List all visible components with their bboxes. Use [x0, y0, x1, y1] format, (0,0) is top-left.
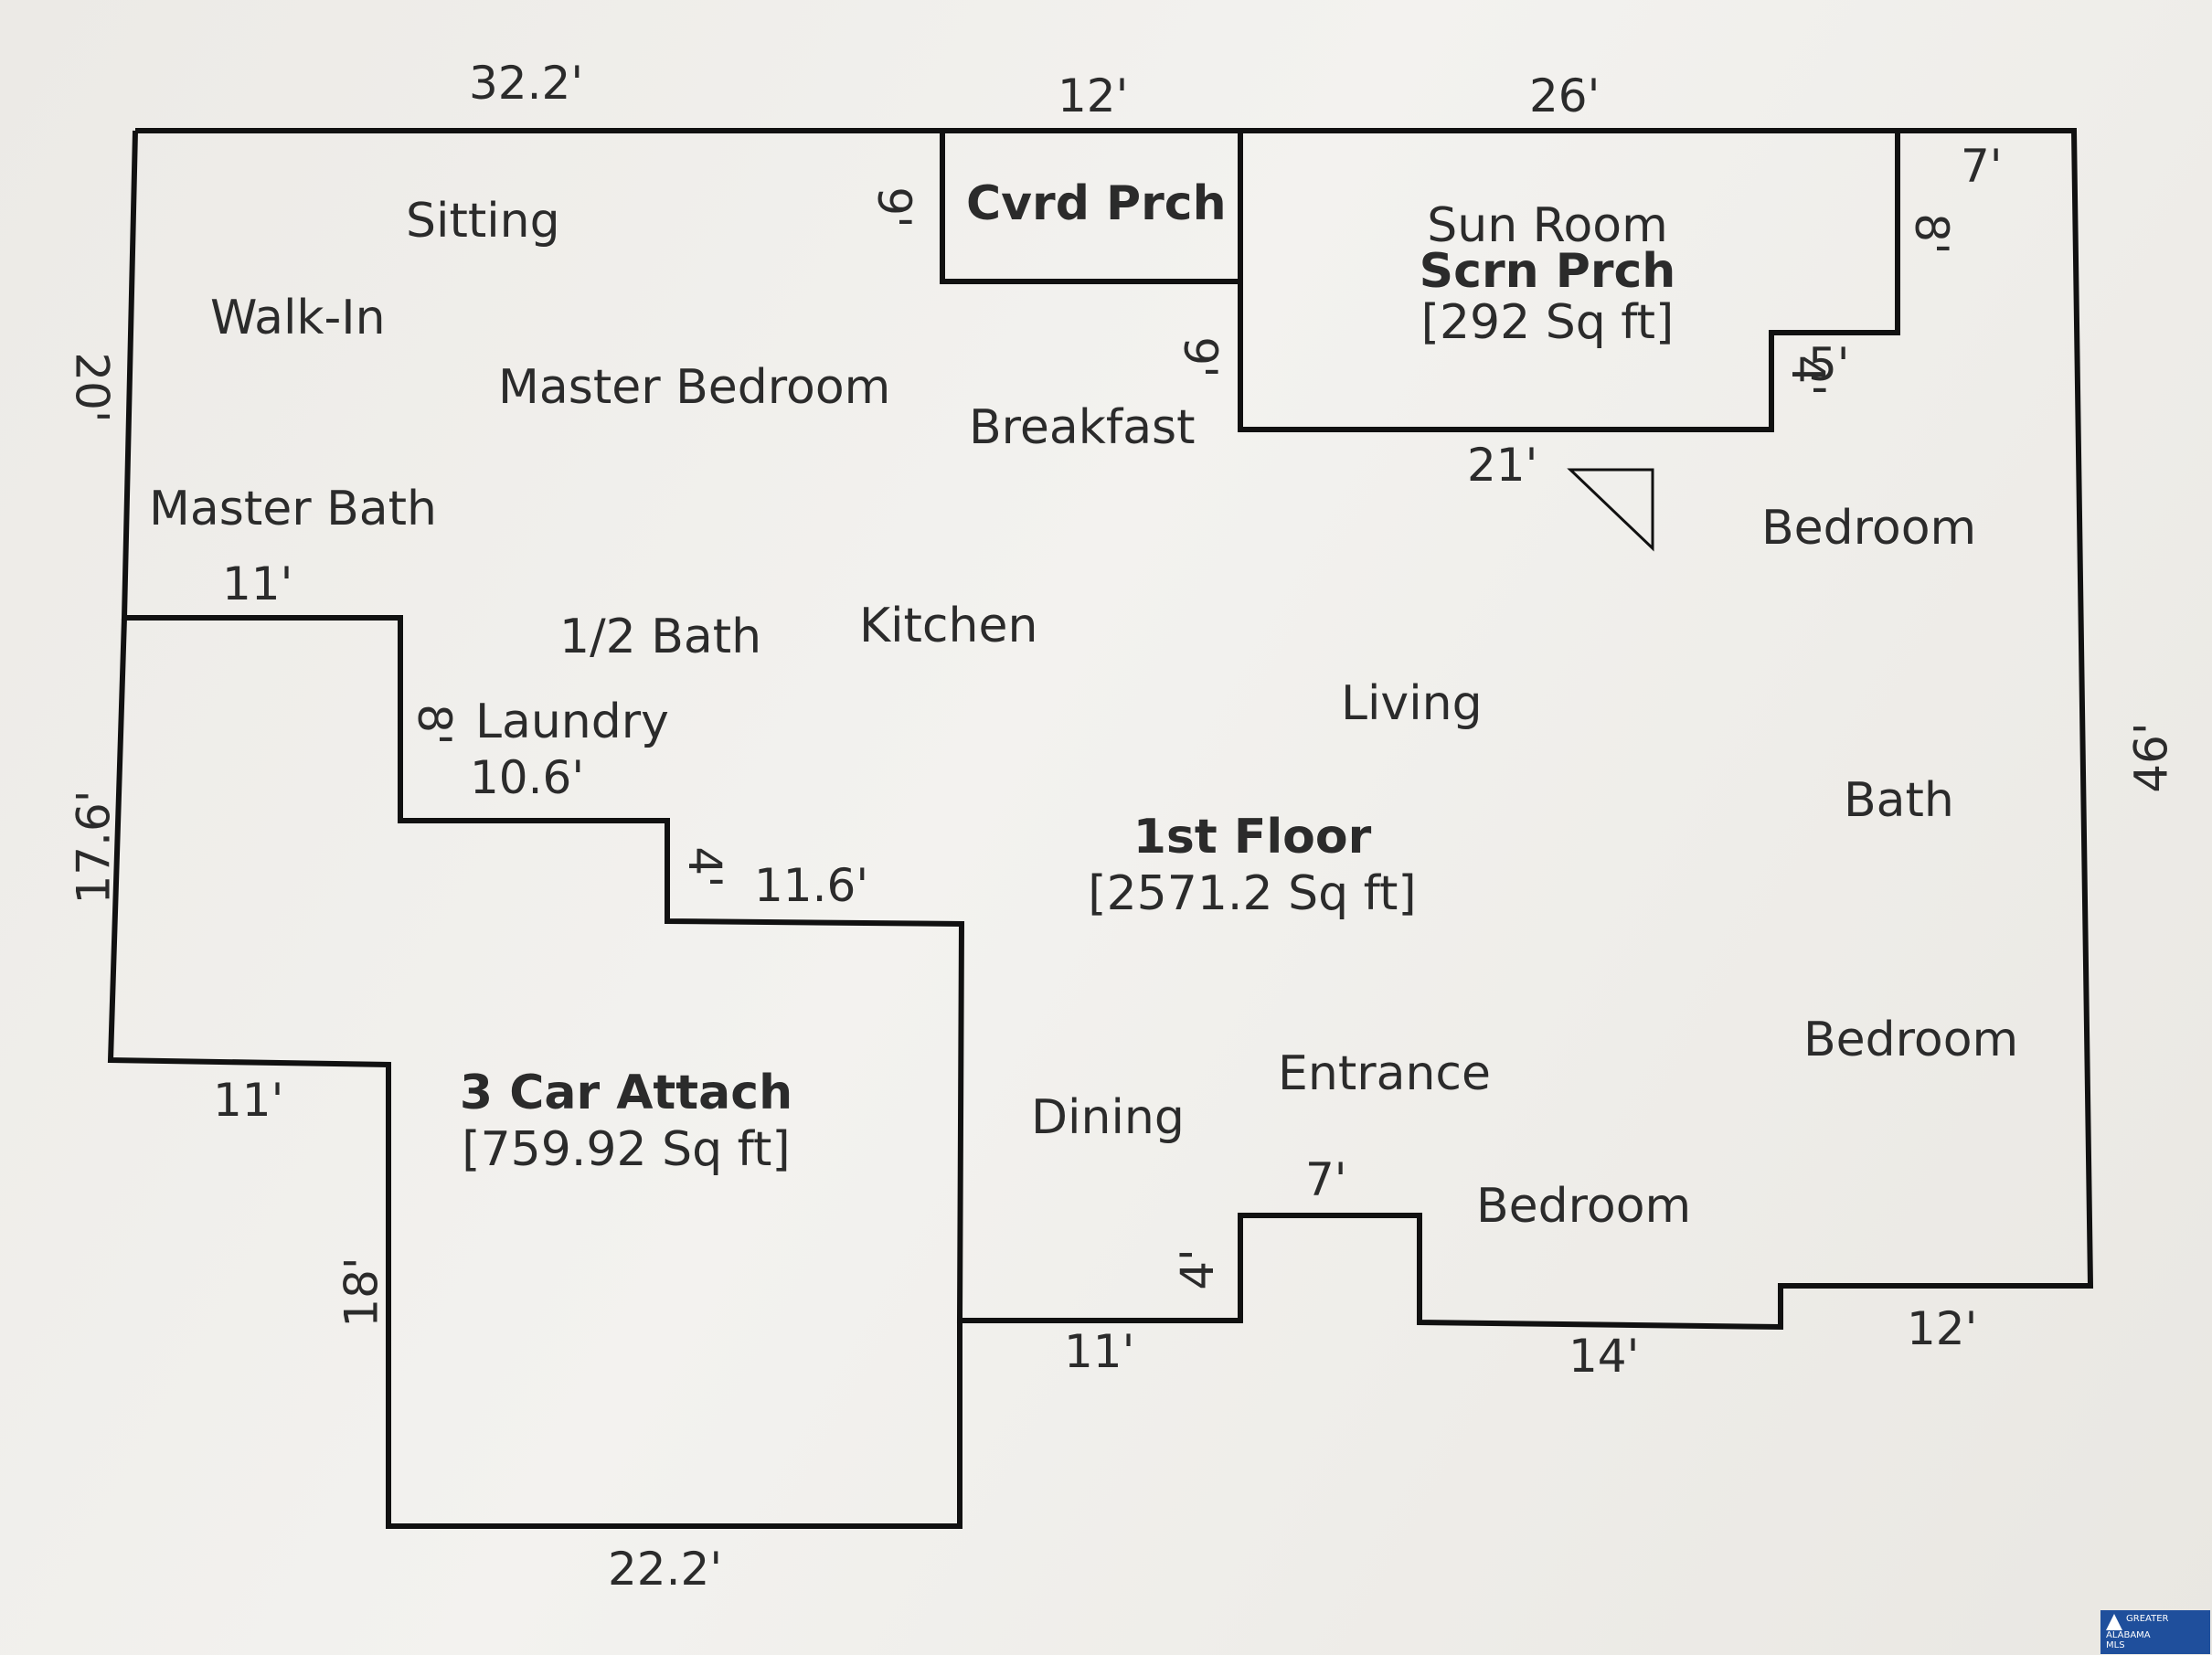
greater-alabama-mls-logo: GREATER ALABAMA MLS	[2100, 1610, 2210, 1654]
room-label-laundry: Laundry	[475, 695, 669, 749]
outline-garage	[107, 617, 962, 1529]
dim-garage-bottom: 22.2'	[608, 1543, 723, 1596]
dim-top-left: 32.2'	[469, 57, 584, 110]
area-label-garage: 3 Car Attach [759.92 Sq ft]	[420, 1065, 832, 1178]
room-label-master-bath: Master Bath	[149, 482, 437, 536]
outline-screen-porch	[1238, 131, 1900, 432]
dim-porch-side: 9'	[867, 186, 920, 228]
dim-left-upper: 20'	[65, 352, 119, 423]
dim-entry-top: 7'	[1305, 1153, 1347, 1206]
dim-sun-notch-v: 4'	[1781, 355, 1834, 397]
room-label-breakfast: Breakfast	[969, 400, 1196, 455]
logo-line-2: ALABAMA	[2106, 1630, 2151, 1640]
dim-top-right: 26'	[1529, 69, 1601, 122]
room-label-bedroom-upper: Bedroom	[1761, 501, 1977, 556]
dim-laundry-v: 8'	[407, 704, 461, 746]
dim-right-bottom: 12'	[1907, 1302, 1978, 1355]
room-label-half-bath: 1/2 Bath	[559, 610, 762, 664]
dim-left-mid: 17.6'	[67, 790, 121, 905]
garage-name: 3 Car Attach	[459, 1066, 793, 1120]
dim-step-h: 11.6'	[754, 859, 869, 912]
dim-dining-bottom: 11'	[1064, 1325, 1135, 1378]
sun-room-label: Sun Room	[1427, 198, 1668, 253]
dim-garage-side: 18'	[335, 1257, 388, 1328]
room-label-master-bedroom: Master Bedroom	[498, 360, 891, 415]
dim-sun-notch-h: 5'	[1808, 338, 1850, 391]
first-floor-name: 1st Floor	[1133, 810, 1372, 865]
dim-garage-ledge: 11'	[213, 1074, 284, 1127]
dim-master-bath-ledge: 11'	[222, 557, 293, 610]
room-label-bedroom-front: Bedroom	[1476, 1179, 1692, 1234]
room-label-living: Living	[1341, 676, 1483, 731]
dim-top-corner: 7'	[1961, 140, 2003, 193]
room-label-sitting: Sitting	[406, 194, 560, 249]
area-label-first-floor: 1st Floor [2571.2 Sq ft]	[1060, 809, 1444, 922]
house-icon	[2106, 1614, 2122, 1630]
screen-porch-size: [292 Sq ft]	[1420, 295, 1675, 350]
dim-step-v: 4'	[677, 846, 731, 888]
dim-bedroom-bottom: 14'	[1569, 1330, 1640, 1383]
outline-main	[121, 128, 2094, 1331]
dim-top-porch: 12'	[1058, 69, 1129, 122]
logo-line-3: MLS	[2106, 1640, 2125, 1650]
room-label-entrance: Entrance	[1278, 1046, 1491, 1101]
outline-covered-porch	[940, 131, 1243, 284]
dim-entry-v: 4'	[1170, 1248, 1224, 1290]
room-label-dining: Dining	[1031, 1090, 1185, 1145]
room-label-bedroom-right: Bedroom	[1803, 1013, 2019, 1067]
dim-sun-bottom: 21'	[1467, 439, 1538, 492]
area-label-screen-porch: Sun Room Scrn Prch [292 Sq ft]	[1397, 198, 1698, 350]
dim-right-notch: 8'	[1904, 213, 1958, 255]
dim-laundry-h: 10.6'	[470, 751, 585, 804]
first-floor-size: [2571.2 Sq ft]	[1088, 866, 1417, 921]
room-label-kitchen: Kitchen	[859, 599, 1038, 653]
garage-size: [759.92 Sq ft]	[462, 1122, 791, 1177]
dim-porch-side-2: 9'	[1173, 336, 1227, 378]
dim-right-side: 46'	[2124, 722, 2178, 793]
stair-triangle	[1567, 468, 1654, 552]
area-label-covered-porch: Cvrd Prch	[966, 176, 1227, 231]
room-label-walk-in: Walk-In	[210, 291, 386, 345]
screen-porch-name: Scrn Prch	[1419, 244, 1676, 299]
logo-line-1: GREATER	[2126, 1614, 2169, 1624]
room-label-bath: Bath	[1844, 773, 1954, 828]
